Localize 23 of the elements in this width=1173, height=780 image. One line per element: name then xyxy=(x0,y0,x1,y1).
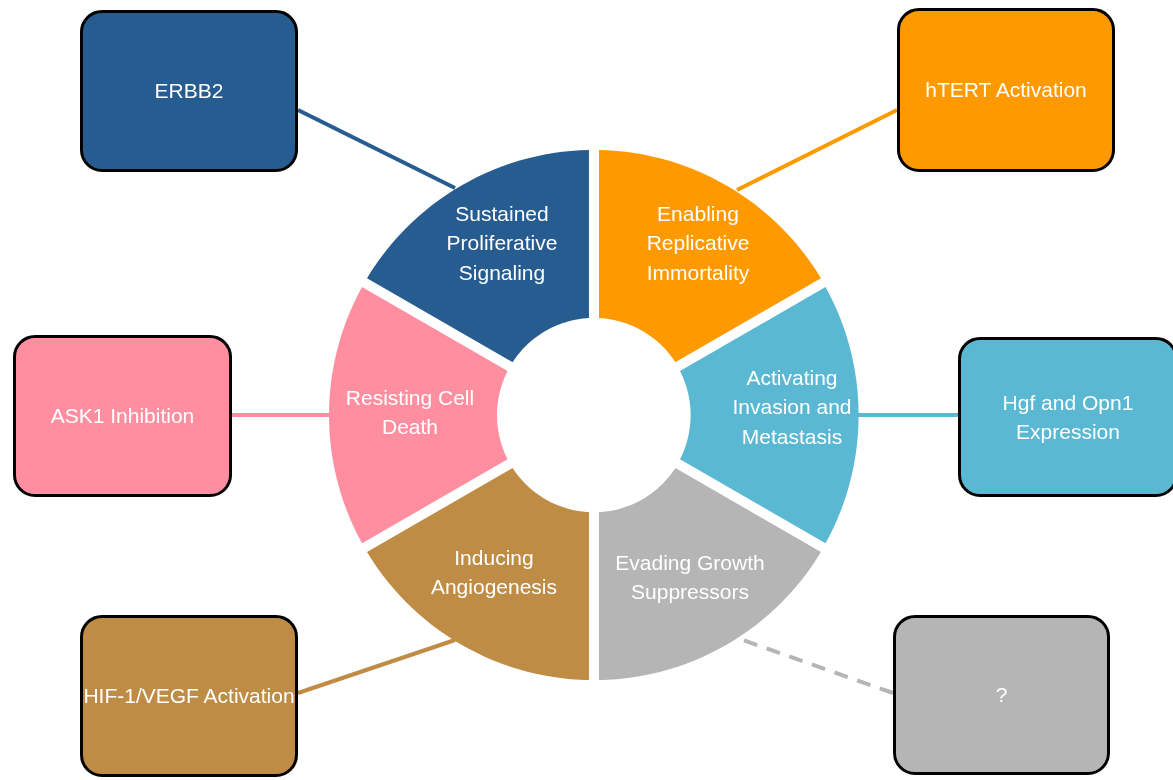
rounded-box xyxy=(80,615,298,777)
segment-label: Sustained Proliferative Signaling xyxy=(445,200,559,286)
box-label: hTERT Activation xyxy=(925,77,1087,104)
connector xyxy=(232,413,330,417)
rounded-box xyxy=(80,10,298,172)
box-label: ? xyxy=(995,682,1008,709)
connector xyxy=(736,108,898,192)
box-label: Hgf and Opn1 Expression xyxy=(1001,389,1135,445)
box-label: HIF-1/VEGF Activation xyxy=(83,683,295,710)
connector xyxy=(858,413,958,417)
rounded-box xyxy=(893,615,1110,775)
segment-label: Activating Invasion and Metastasis xyxy=(731,364,853,450)
segment-label: Enabling Replicative Immortality xyxy=(645,200,751,286)
box-label: ASK1 Inhibition xyxy=(50,403,195,430)
rounded-box xyxy=(13,335,232,497)
connector xyxy=(297,108,456,190)
rounded-box xyxy=(958,337,1173,497)
segment-label: Resisting Cell Death xyxy=(344,384,476,440)
connector xyxy=(297,638,456,695)
segment-label: Inducing Angiogenesis xyxy=(429,544,559,600)
segment-label: Evading Growth Suppressors xyxy=(615,549,765,605)
box-label: ERBB2 xyxy=(154,78,224,105)
rounded-box xyxy=(897,8,1115,172)
